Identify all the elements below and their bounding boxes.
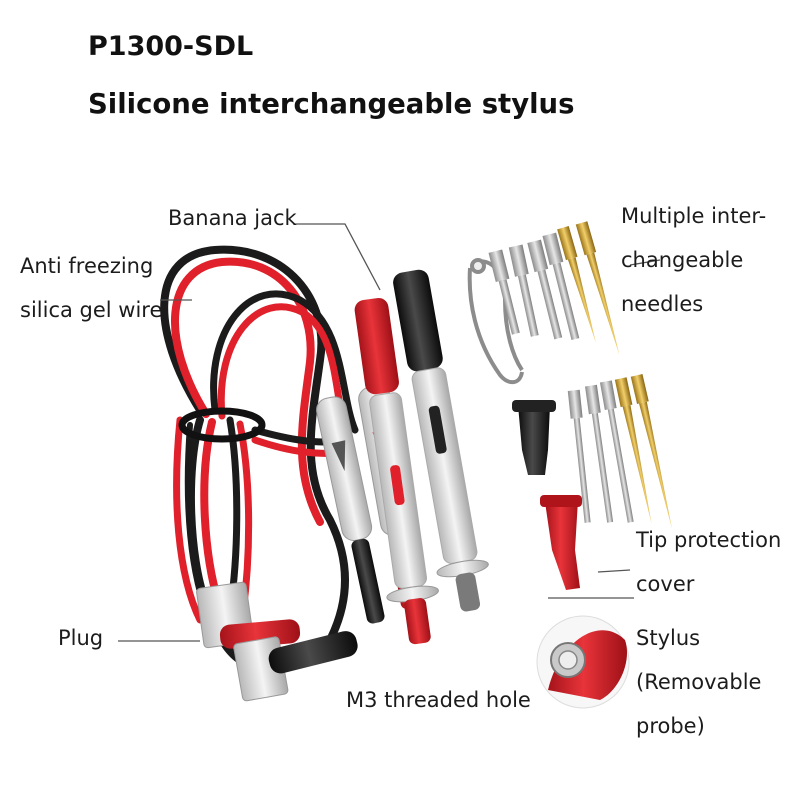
label-wire-line-2: silica gel wire	[20, 298, 163, 322]
label-tip-cover-line-2: cover	[636, 572, 695, 596]
label-tip-cover: Tip protection cover	[636, 518, 781, 606]
label-wire: Anti freezing silica gel wire	[20, 244, 162, 332]
label-wire-line-1: Anti freezing	[20, 254, 154, 278]
angled-plug-black	[233, 631, 358, 702]
label-stylus: Stylus (Removable probe)	[636, 616, 761, 748]
label-needles-line-3: needles	[621, 292, 704, 316]
label-needles-line-2: changeable	[621, 248, 744, 272]
black-probe	[393, 269, 489, 612]
label-stylus-line-2: (Removable	[636, 670, 762, 694]
label-needles: Multiple inter- changeable needles	[621, 194, 766, 326]
label-m3-threaded-hole: M3 threaded hole	[346, 688, 531, 712]
tip-cover-red	[540, 495, 582, 590]
product-model-title: P1300-SDL	[88, 31, 254, 62]
label-plug: Plug	[58, 626, 104, 650]
cable-tie	[178, 407, 266, 443]
angled-plug-red	[196, 581, 301, 649]
tip-cover-black	[512, 400, 556, 475]
m3-hole-detail	[536, 615, 630, 709]
product-subtitle: Silicone interchangeable stylus	[88, 88, 575, 120]
label-needles-line-1: Multiple inter-	[621, 204, 767, 228]
label-tip-cover-line-1: Tip protection	[636, 528, 782, 552]
banana-jack-probe	[354, 297, 439, 645]
label-banana-jack: Banana jack	[168, 206, 297, 230]
wired-probe-black	[316, 396, 385, 624]
needle-set-bottom	[567, 373, 673, 530]
needle-set-top	[488, 221, 620, 356]
label-stylus-line-3: probe)	[636, 714, 705, 738]
label-stylus-line-1: Stylus	[636, 626, 701, 650]
leader-lines	[118, 223, 661, 642]
